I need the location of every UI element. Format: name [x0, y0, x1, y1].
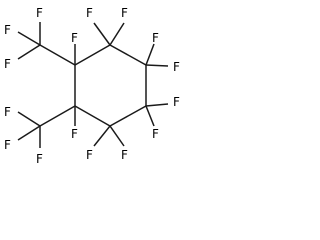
fluorine-labels: F F F F F F F F F F F F F F F F	[4, 6, 180, 166]
fluorine-atom-label: F	[152, 31, 159, 45]
fluorine-atom-label: F	[36, 6, 43, 20]
fluorine-atom-label: F	[71, 127, 78, 141]
fluorine-atom-label: F	[152, 127, 159, 141]
cf-bond	[17, 44, 41, 60]
cf-bond	[145, 103, 169, 107]
fluorine-atom-label: F	[36, 152, 43, 166]
cf-bond	[17, 31, 41, 46]
cf-bond	[17, 125, 41, 141]
fluorine-atom-label: F	[4, 138, 11, 152]
ring-to-cf3-bond	[39, 44, 76, 66]
cf-bond	[93, 22, 111, 46]
ring-bond	[109, 105, 147, 127]
molecule-structure: F F F F F F F F F F F F F F F F	[4, 6, 180, 166]
cf-bond	[145, 64, 169, 67]
fluorine-atom-label: F	[173, 95, 180, 109]
cf-bond	[109, 125, 125, 147]
fluorine-atom-label: F	[4, 23, 11, 37]
ring-bonds	[74, 44, 147, 127]
fluorine-atom-label: F	[121, 148, 128, 162]
cf-bond	[109, 22, 125, 46]
ring-bond	[109, 44, 147, 66]
cf3-bonds	[39, 44, 76, 127]
cf-bonds	[17, 22, 169, 148]
ring-bond	[74, 105, 111, 127]
ring-to-cf3-bond	[39, 105, 76, 127]
fluorine-atom-label: F	[173, 60, 180, 74]
fluorine-atom-label: F	[4, 57, 11, 71]
cf-bond	[145, 105, 155, 127]
fluorine-atom-label: F	[86, 6, 93, 20]
cf-bond	[17, 111, 41, 127]
fluorine-atom-label: F	[4, 105, 11, 119]
ring-bond	[74, 44, 111, 66]
fluorine-atom-label: F	[71, 31, 78, 45]
cf-bond	[93, 125, 111, 147]
fluorine-atom-label: F	[121, 6, 128, 20]
fluorine-atom-label: F	[86, 148, 93, 162]
cf-bond	[145, 43, 155, 66]
